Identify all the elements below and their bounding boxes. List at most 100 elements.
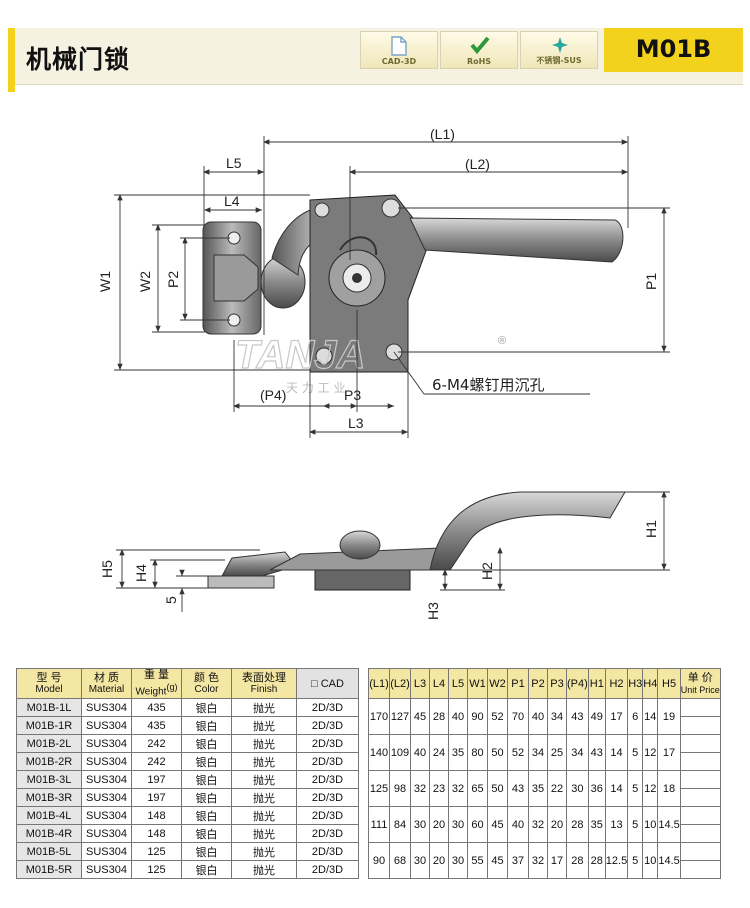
dim-p4: (P4) — [260, 387, 286, 403]
model-cell: M01B-5L — [16, 842, 82, 862]
cad-cell: 2D/3D — [296, 860, 359, 880]
header-p2: P2 — [528, 667, 548, 700]
table-gap — [358, 716, 369, 735]
dimension-cell: 37 — [507, 842, 529, 880]
dimension-cell: 127 — [389, 698, 411, 736]
base-side — [314, 569, 411, 591]
handle — [409, 217, 624, 263]
price-cell — [679, 860, 721, 880]
dimension-cell: 22 — [547, 770, 567, 808]
dimension-cell: 30 — [566, 770, 589, 808]
dim-5: 5 — [163, 596, 179, 604]
color-cell: 银白 — [181, 770, 232, 790]
rohs-badge: RoHS — [440, 31, 518, 69]
finish-cell: 抛光 — [231, 752, 297, 772]
watermark-sub: 天 力 工 业 — [286, 381, 345, 395]
dimension-cell: 140 — [368, 734, 390, 772]
header-p4: (P4) — [566, 667, 589, 700]
dimension-cell: 70 — [507, 698, 529, 736]
screw-hole — [381, 198, 401, 218]
dimension-cell: 20 — [547, 806, 567, 844]
model-code-box: M01B — [604, 28, 743, 72]
top-view: TANJA 天 力 工 业 ® — [202, 194, 624, 395]
dimension-lines — [114, 136, 670, 438]
dimension-cell: 65 — [467, 770, 488, 808]
price-cell — [679, 824, 721, 844]
dimension-cell: 30 — [448, 842, 468, 880]
badge-label: CAD-3D — [381, 57, 417, 66]
stainless-badge: 不锈钢-SUS — [520, 31, 598, 69]
dimension-cell: 14 — [642, 698, 659, 736]
material-cell: SUS304 — [81, 698, 132, 718]
dimension-cell: 14 — [604, 770, 629, 808]
dim-p2: P2 — [165, 271, 181, 288]
dimension-cell: 30 — [410, 842, 430, 880]
dimension-cell: 109 — [389, 734, 411, 772]
dimension-cell: 5 — [627, 734, 644, 772]
weight-cell: 242 — [131, 752, 182, 772]
table-gap — [358, 734, 369, 753]
dimension-cell: 98 — [389, 770, 411, 808]
finish-cell: 抛光 — [231, 806, 297, 826]
table-gap — [358, 842, 369, 861]
table-gap — [358, 668, 369, 699]
color-cell: 银白 — [181, 788, 232, 808]
dim-w1: W1 — [97, 271, 113, 292]
dimension-cell: 28 — [587, 842, 606, 880]
table-gap — [358, 770, 369, 789]
dimension-cell: 14 — [604, 734, 629, 772]
dim-l5: L5 — [226, 155, 242, 171]
header-p1: P1 — [507, 667, 529, 700]
dimension-cell: 90 — [368, 842, 390, 880]
dimension-cell: 60 — [467, 806, 488, 844]
header-p3: P3 — [547, 667, 567, 700]
dim-h4: H4 — [133, 564, 149, 582]
dimension-cell: 18 — [657, 770, 681, 808]
color-cell: 银白 — [181, 806, 232, 826]
dimension-cell: 6 — [627, 698, 644, 736]
cad-cell: 2D/3D — [296, 824, 359, 844]
dimension-cell: 28 — [566, 806, 589, 844]
model-cell: M01B-4L — [16, 806, 82, 826]
dimension-cell: 90 — [467, 698, 488, 736]
header-l4: L4 — [429, 667, 449, 700]
knob — [339, 530, 381, 560]
price-cell — [679, 806, 721, 826]
document-icon: □ — [311, 677, 318, 690]
keeper-base — [207, 575, 275, 589]
model-cell: M01B-4R — [16, 824, 82, 844]
dimension-cell: 12 — [642, 734, 659, 772]
dim-p3: P3 — [344, 387, 361, 403]
header-accent — [8, 28, 15, 92]
dimension-cell: 20 — [429, 806, 449, 844]
material-cell: SUS304 — [81, 788, 132, 808]
dim-h3: H3 — [425, 602, 441, 620]
dimension-cell: 12.5 — [604, 842, 629, 880]
dimension-cell: 111 — [368, 806, 390, 844]
cad-3d-badge: CAD-3D — [360, 31, 438, 69]
finish-cell: 抛光 — [231, 860, 297, 880]
dim-l4: L4 — [224, 193, 240, 209]
header-l1: (L1) — [368, 667, 390, 700]
finish-cell: 抛光 — [231, 716, 297, 736]
dimension-cell: 30 — [410, 806, 430, 844]
header-l2: (L2) — [389, 667, 411, 700]
dimension-cell: 10 — [642, 842, 659, 880]
technical-drawing: TANJA 天 力 工 业 ® (L1) (L2) L5 L4 W1 W2 P2… — [97, 126, 670, 620]
dimension-cell: 49 — [587, 698, 606, 736]
dimension-cell: 34 — [528, 734, 548, 772]
finish-cell: 抛光 — [231, 698, 297, 718]
price-cell — [679, 842, 721, 862]
header-h3: H3 — [627, 667, 644, 700]
dim-l3: L3 — [348, 415, 364, 431]
dimension-cell: 10 — [642, 806, 659, 844]
cad-cell: 2D/3D — [296, 752, 359, 772]
